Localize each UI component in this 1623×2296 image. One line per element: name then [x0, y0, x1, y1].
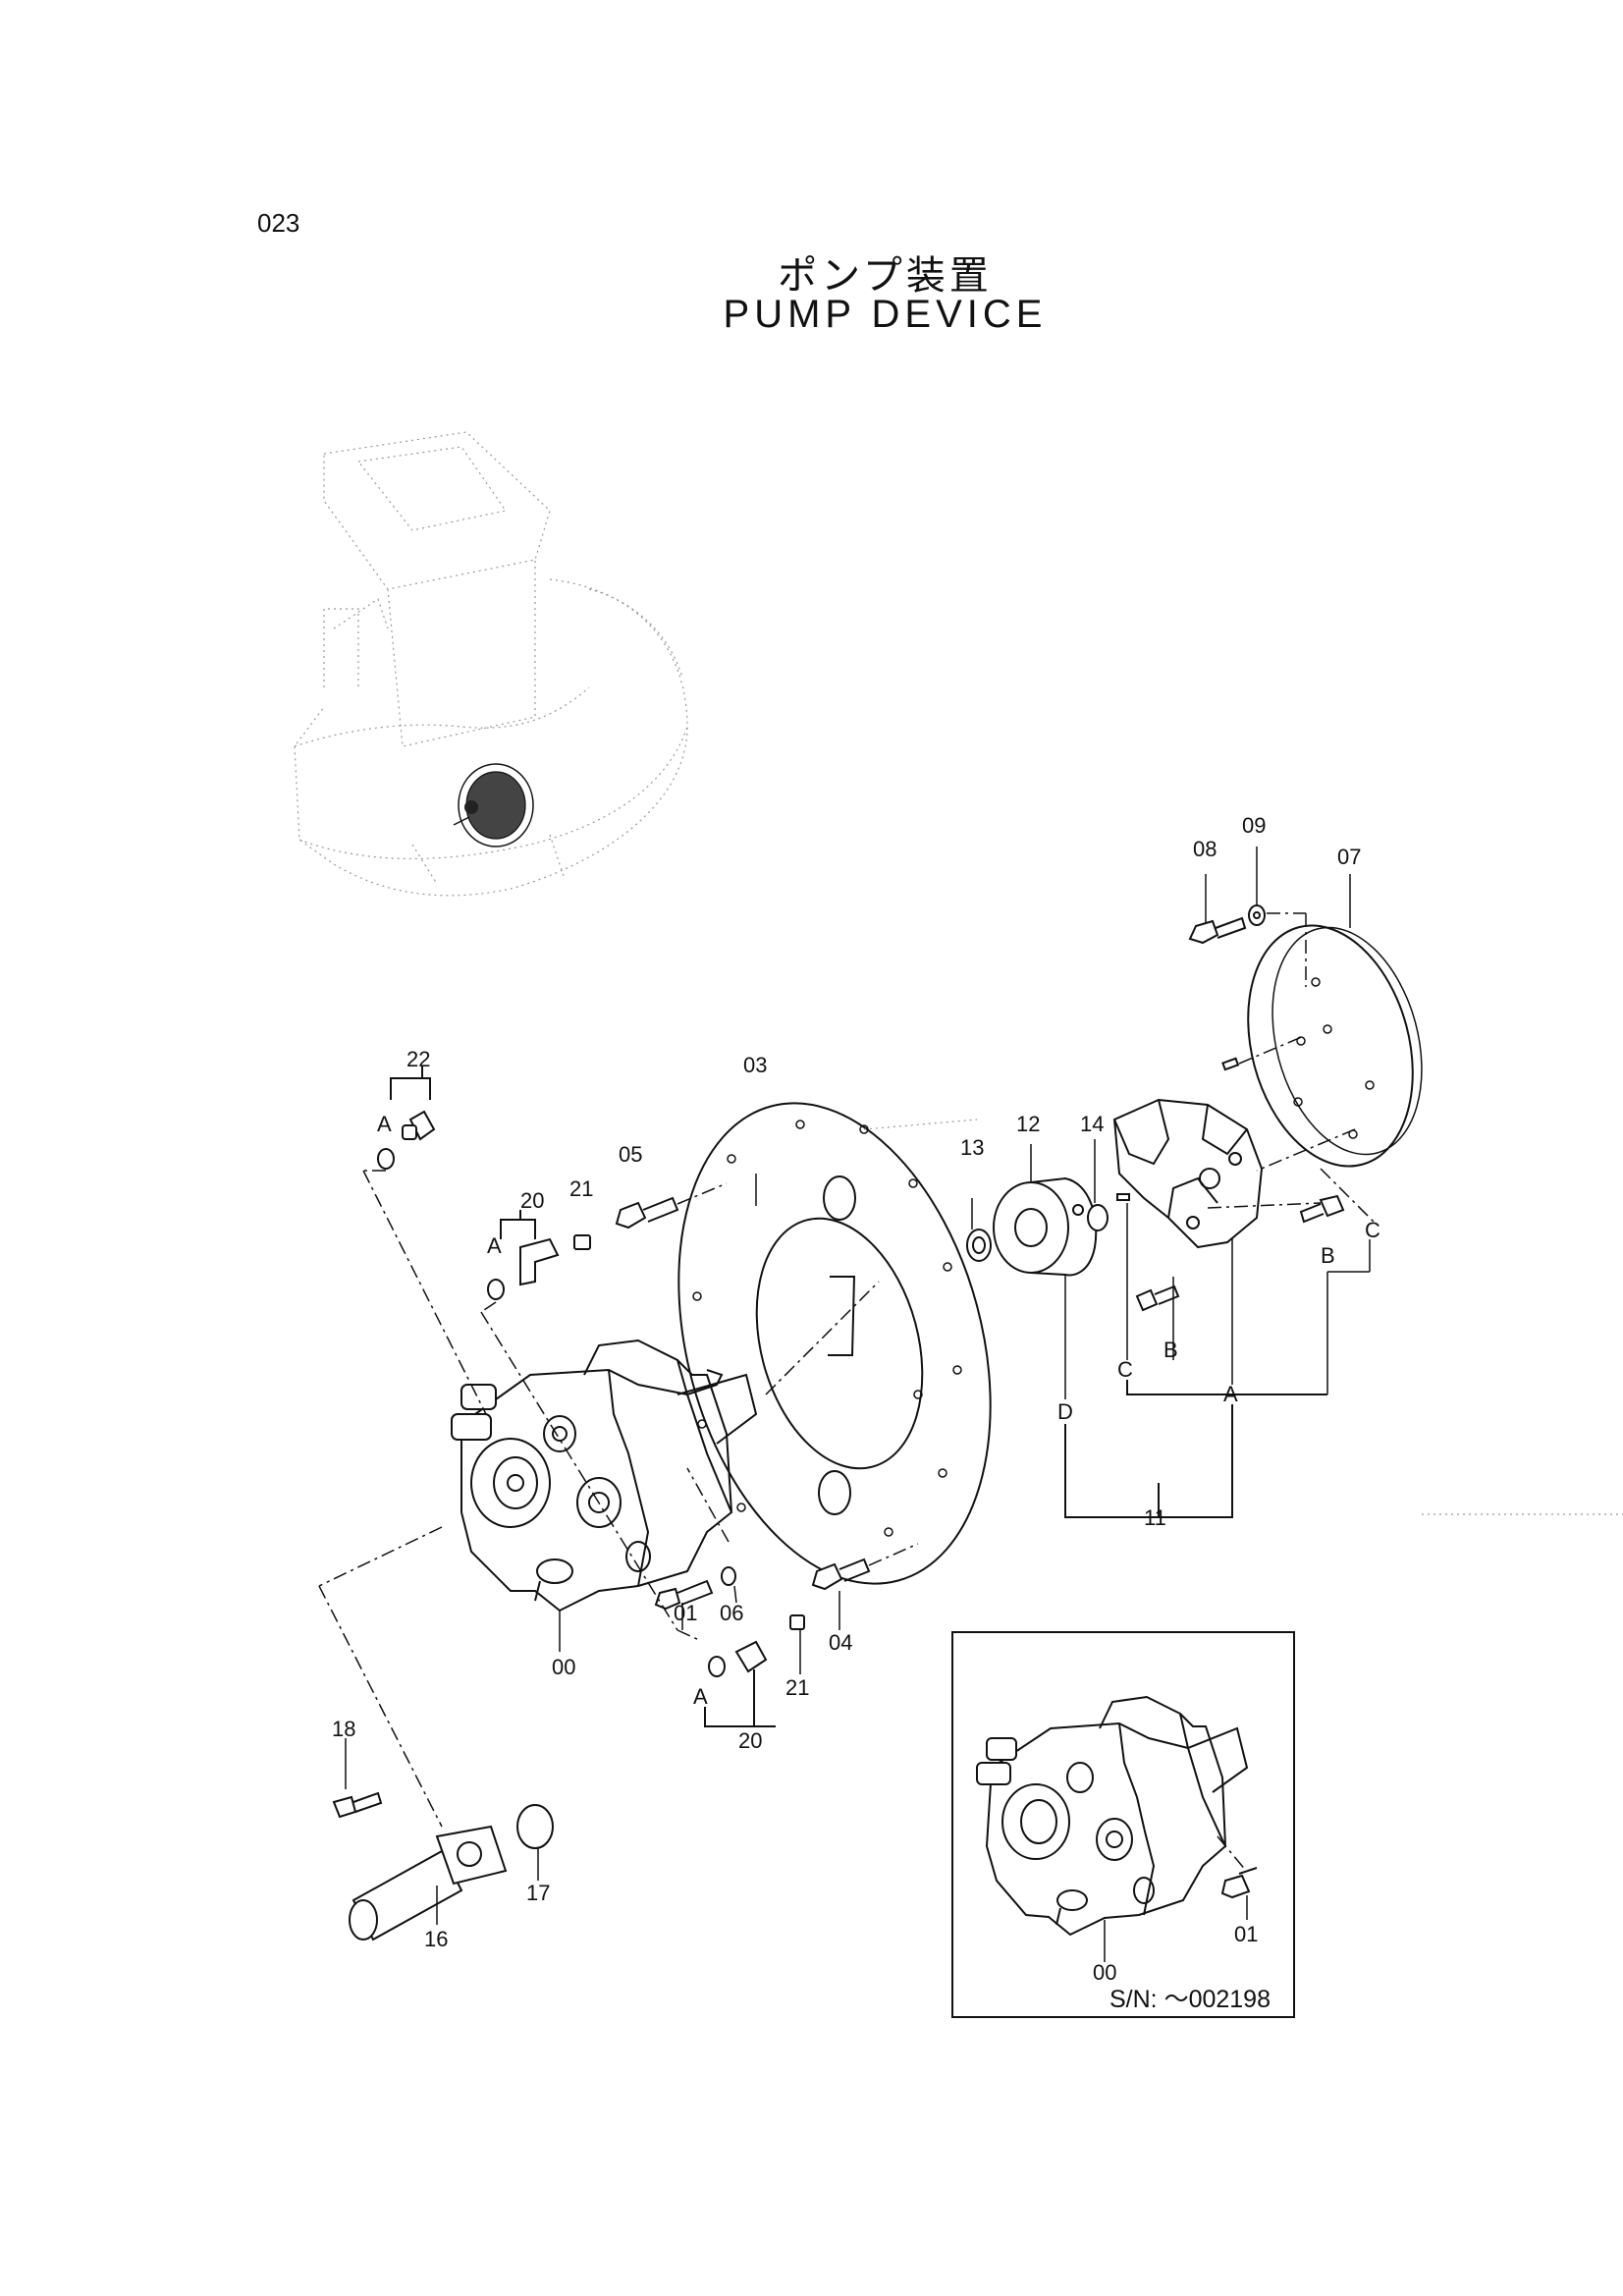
- callout-14: 14: [1080, 1112, 1104, 1136]
- hardware-parts: [332, 904, 1345, 1941]
- inset-callout-00: 00: [1093, 1960, 1116, 1985]
- leader-lines: [318, 847, 1623, 1925]
- callout-07: 07: [1337, 845, 1361, 869]
- callout-c-right: C: [1365, 1218, 1380, 1242]
- machine-overview-illustration: [294, 431, 688, 897]
- callout-21-upper: 21: [569, 1176, 593, 1201]
- callout-22: 22: [406, 1047, 430, 1071]
- callout-a-mid: A: [487, 1233, 502, 1258]
- callout-17: 17: [526, 1881, 550, 1905]
- callout-05: 05: [619, 1142, 642, 1167]
- callout-04: 04: [829, 1630, 852, 1655]
- callout-20-upper: 20: [520, 1188, 544, 1213]
- callout-b-lower: B: [1163, 1338, 1178, 1362]
- callout-01: 01: [674, 1601, 697, 1625]
- hydraulic-pump-00: [451, 1339, 758, 1613]
- title-english: PUMP DEVICE: [723, 293, 1048, 336]
- callout-a-lower: A: [693, 1684, 708, 1709]
- callout-18: 18: [332, 1717, 355, 1741]
- callout-d: D: [1057, 1399, 1073, 1424]
- title-japanese: ポンプ装置: [778, 254, 993, 298]
- callout-09: 09: [1242, 813, 1266, 838]
- inset-box: 01 00 S/N: ～002198: [951, 1631, 1295, 2018]
- callout-12: 12: [1016, 1112, 1040, 1136]
- callout-11: 11: [1144, 1505, 1166, 1530]
- page-number: 023: [257, 208, 300, 238]
- callout-13: 13: [960, 1135, 984, 1160]
- flange-bolt-holes: [692, 1120, 962, 1537]
- callout-b-right: B: [1321, 1243, 1335, 1268]
- flywheel-plate-07: [1247, 924, 1423, 1168]
- inset-callout-01: 01: [1234, 1922, 1258, 1946]
- callout-20-lower: 20: [738, 1728, 762, 1753]
- callout-16: 16: [424, 1927, 448, 1951]
- callout-00: 00: [552, 1655, 575, 1679]
- flange-plate-03: [677, 1102, 992, 1585]
- inset-serial-note: S/N: ～002198: [1109, 1986, 1271, 2013]
- coupling-hub-12: [993, 1176, 1098, 1277]
- callout-08: 08: [1193, 837, 1217, 861]
- callout-c-lower: C: [1117, 1357, 1133, 1382]
- rubber-coupling-element: [1112, 1098, 1264, 1249]
- callout-21-lower: 21: [785, 1675, 809, 1700]
- callout-a-right: A: [1223, 1382, 1238, 1406]
- callout-06: 06: [720, 1601, 743, 1625]
- callout-a-upper: A: [377, 1112, 392, 1136]
- callout-03: 03: [743, 1053, 767, 1077]
- inset-pump-illustration: [976, 1695, 1249, 1937]
- part-callouts: 22 A 20 21 A 05 03 13 12 14 08 09 07 B C…: [332, 813, 1380, 1951]
